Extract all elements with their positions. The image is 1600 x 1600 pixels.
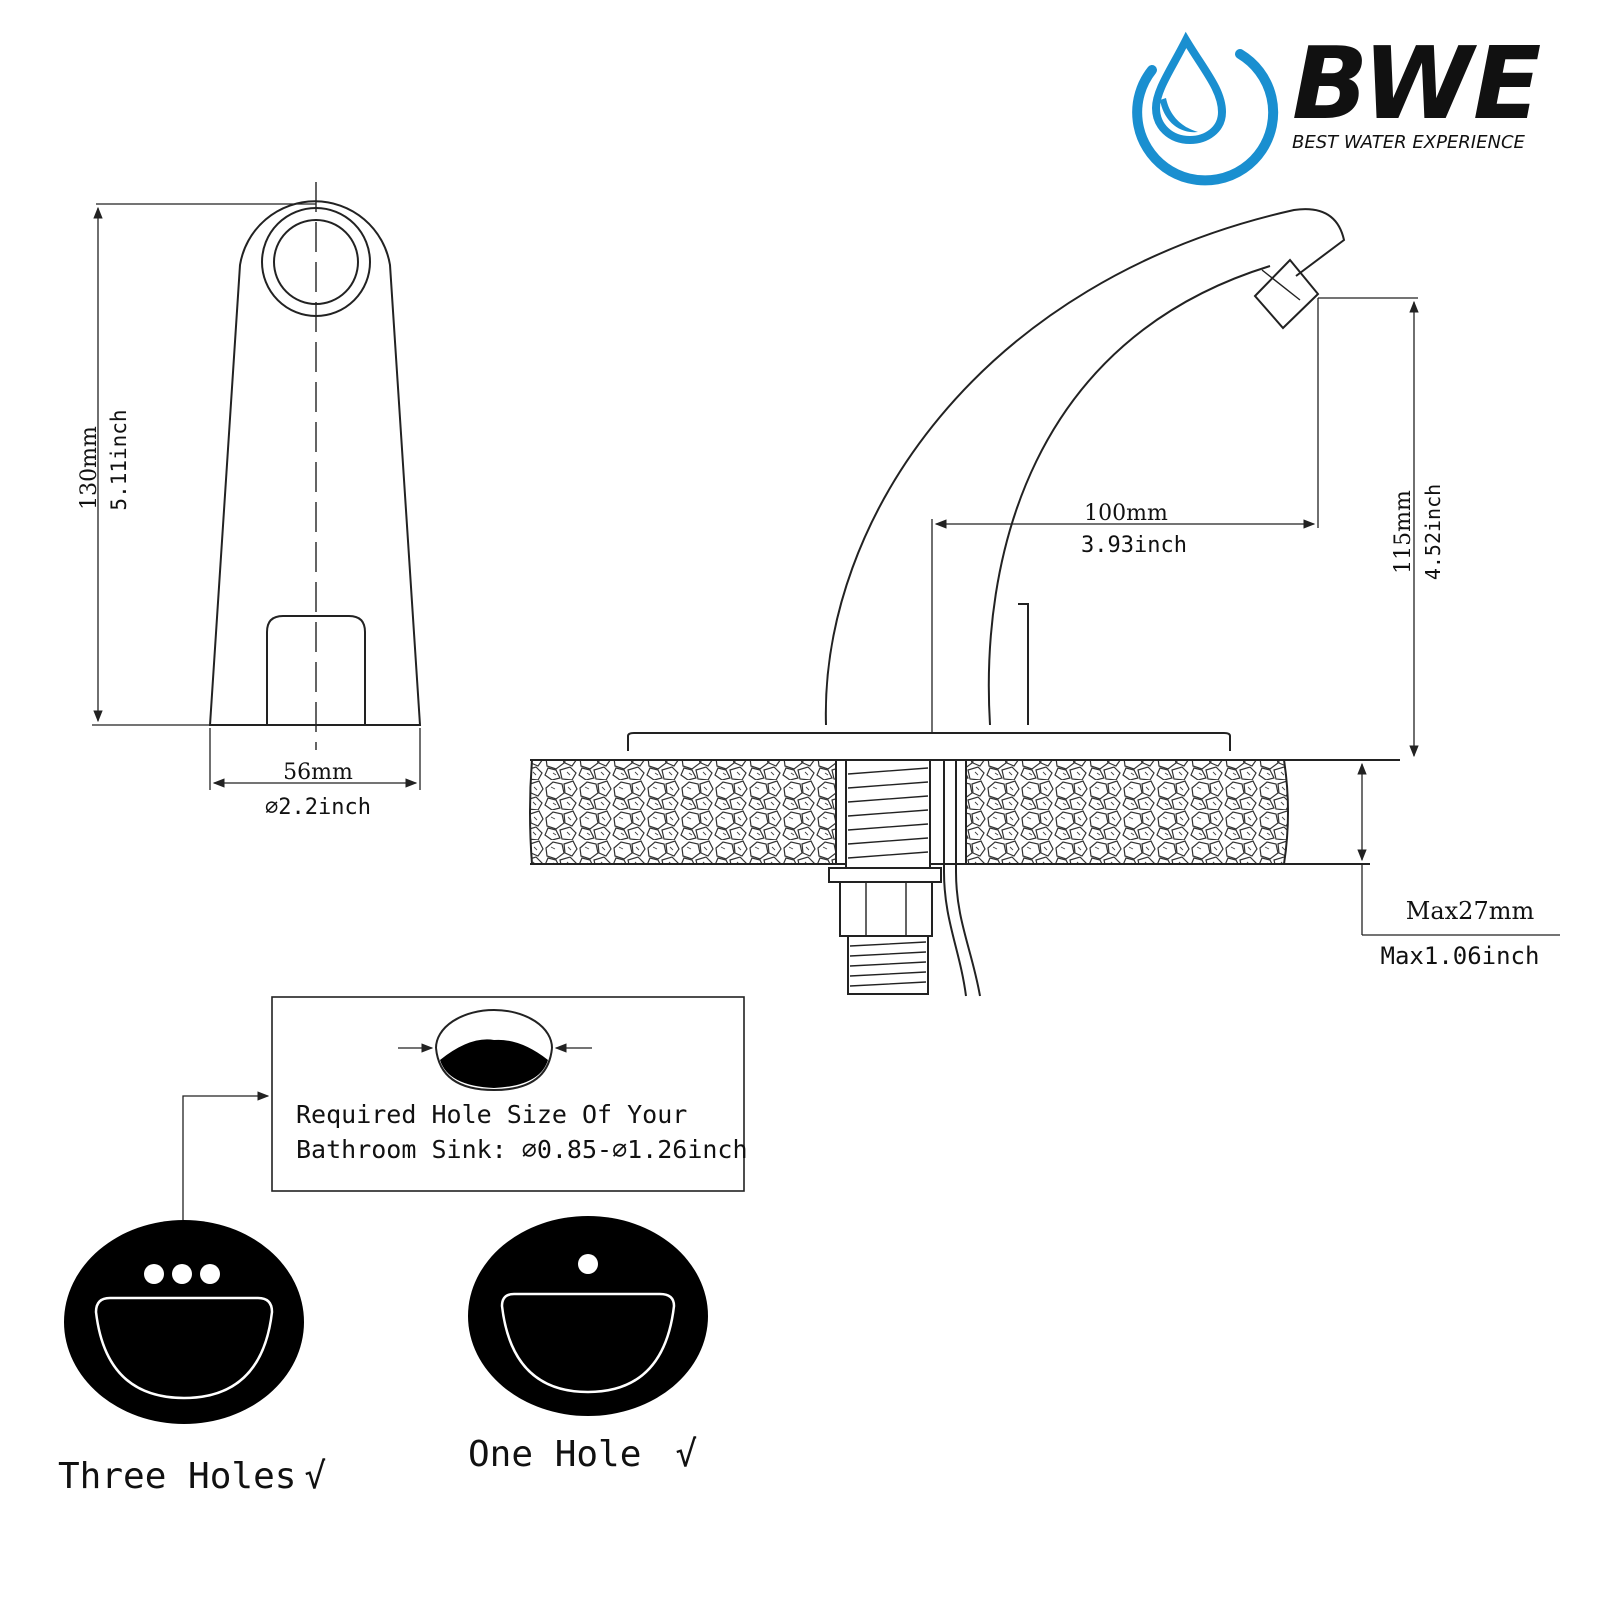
sink-basin-icon — [64, 1220, 304, 1424]
hole-size-box — [271, 996, 745, 1192]
countertop-left — [529, 759, 837, 865]
one-hole-label: One Hole√ — [468, 1434, 697, 1475]
reach-in: 3.93inch — [1081, 533, 1187, 558]
sensor-window — [1018, 603, 1029, 725]
spout-height-mm: 115mm — [1391, 490, 1416, 574]
sink-basin-icon — [468, 1216, 708, 1416]
faucet-hole-icon — [144, 1264, 164, 1284]
faucet-hole-icon — [578, 1254, 598, 1274]
callout-leader-line — [182, 1091, 270, 1246]
sink-three-holes: Three Holes√ — [58, 1220, 326, 1497]
faucet-hole-icon — [200, 1264, 220, 1284]
deck-plate — [627, 732, 1231, 751]
brand-name: BWE — [1292, 25, 1541, 142]
three-holes-label: Three Holes√ — [58, 1456, 326, 1497]
hole-size-callout: Required Hole Size Of Your Bathroom Sink… — [182, 996, 748, 1246]
mounting-nut — [839, 881, 933, 937]
side-view: 100mm 3.93inch 115mm 4.52inch Max27mm Ma… — [529, 208, 1560, 997]
front-width-mm: 56mm — [283, 760, 353, 785]
deck-max-in: Max1.06inch — [1381, 942, 1540, 970]
front-base-slot — [266, 615, 366, 725]
front-width-in: ⌀2.2inch — [265, 795, 371, 820]
spout-height-in: 4.52inch — [1421, 484, 1445, 580]
hole-icon — [398, 1009, 592, 1092]
deck-max-mm: Max27mm — [1406, 897, 1535, 925]
brand-tagline: BEST WATER EXPERIENCE — [1292, 132, 1526, 153]
front-height-mm: 130mm — [77, 426, 102, 510]
spout-outer-curve — [824, 208, 1346, 726]
hole-size-line1: Required Hole Size Of Your — [296, 1100, 687, 1129]
sensor-cable — [943, 760, 967, 997]
sink-one-hole: One Hole√ — [468, 1216, 708, 1475]
water-drop-icon — [1132, 31, 1279, 186]
front-view: 130mm 5.11inch 56mm ⌀2.2inch — [77, 182, 422, 820]
aerator — [1253, 258, 1320, 330]
reach-mm: 100mm — [1084, 501, 1168, 526]
spout-inner-curve — [987, 265, 1271, 726]
faucet-hole-icon — [172, 1264, 192, 1284]
threaded-shank — [828, 759, 942, 995]
check-mark-icon: √ — [675, 1434, 697, 1475]
brand-logo: BWE BEST WATER EXPERIENCE — [1132, 25, 1541, 186]
countertop-right — [965, 759, 1289, 865]
check-mark-icon: √ — [304, 1456, 326, 1497]
washer — [828, 867, 942, 883]
hole-size-line2: Bathroom Sink: ⌀0.85-⌀1.26inch — [296, 1135, 748, 1164]
faucet-front-body — [208, 200, 422, 726]
front-height-in: 5.11inch — [107, 409, 131, 510]
